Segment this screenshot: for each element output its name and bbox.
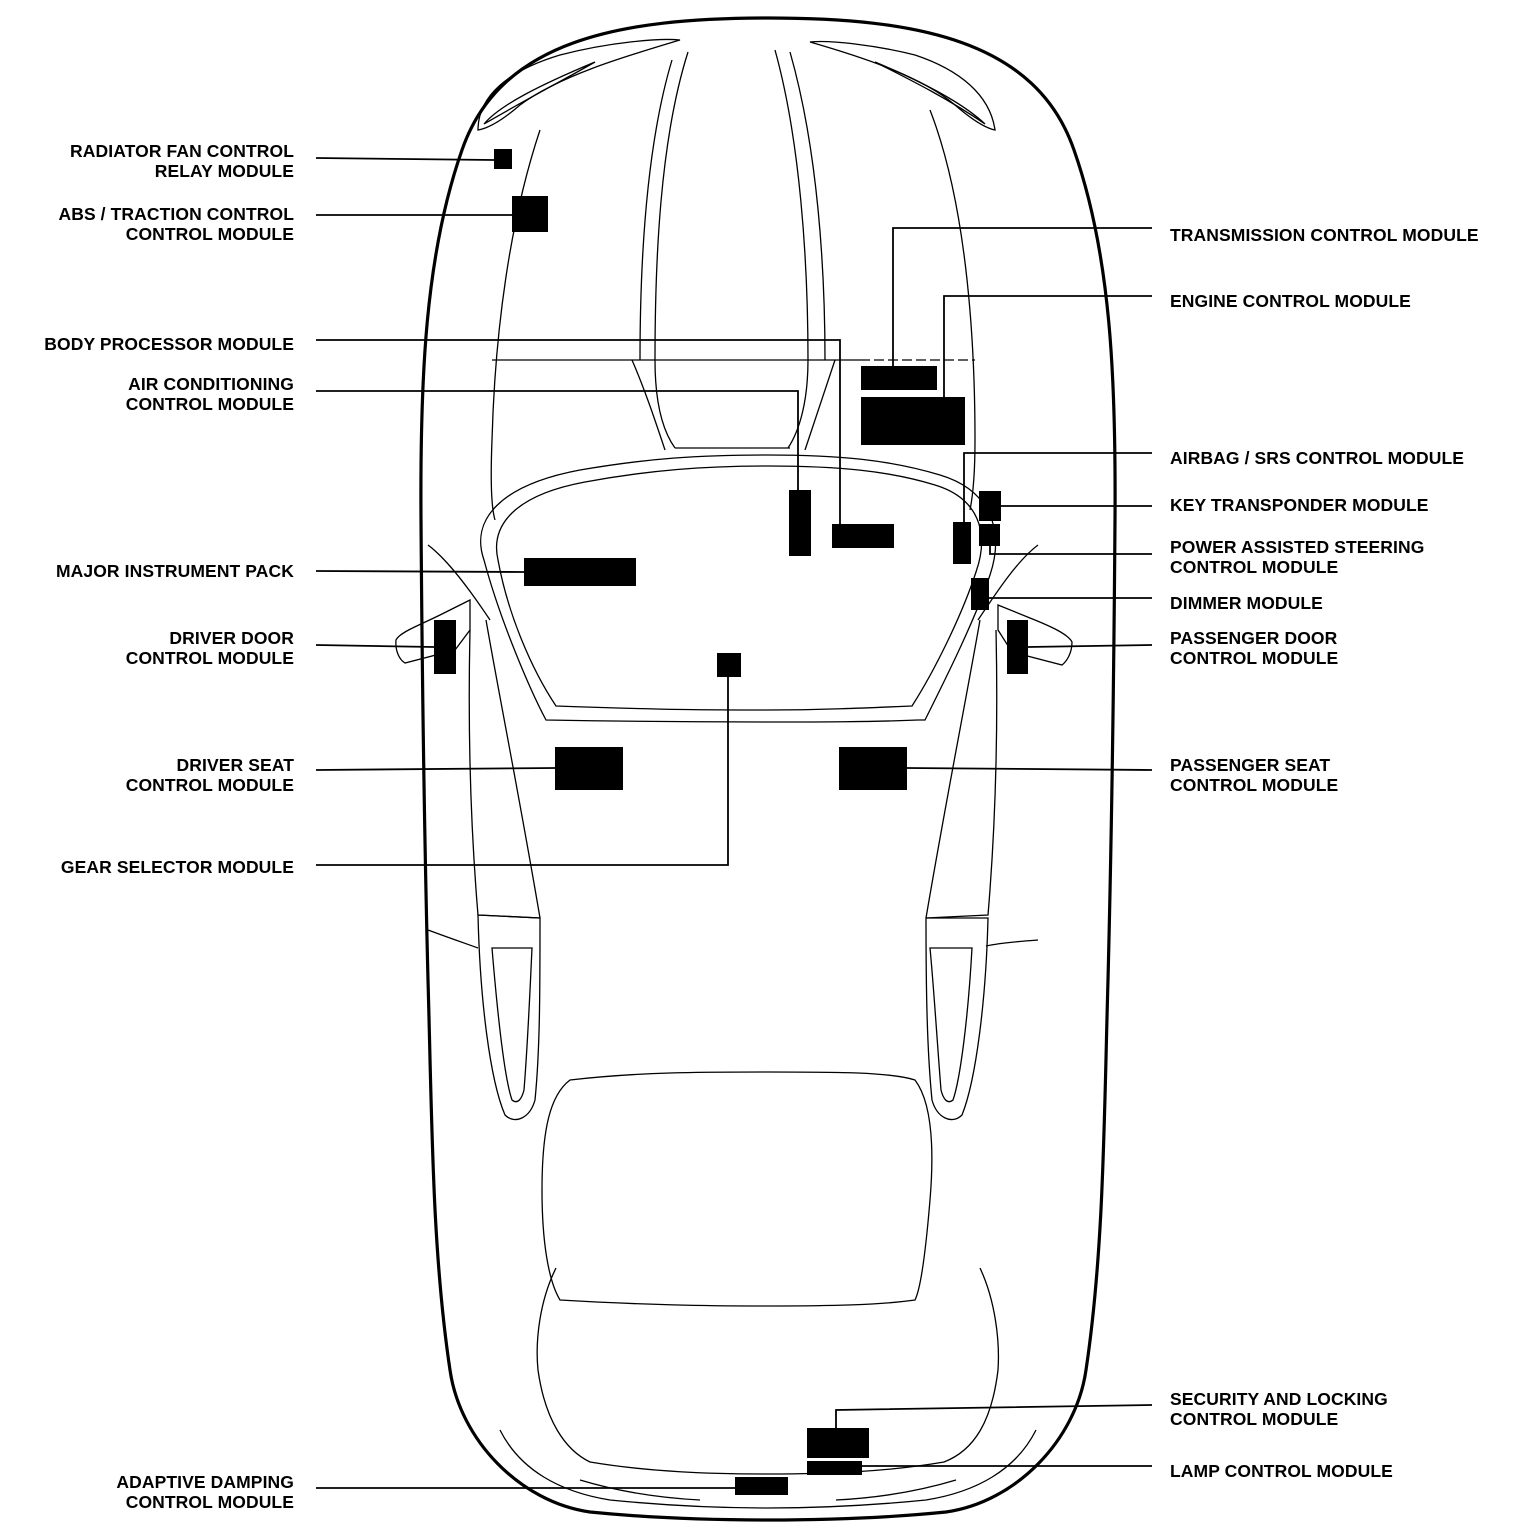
left-rear-quarter-window-outer <box>477 914 541 1121</box>
key-transponder-module-box <box>979 491 1001 521</box>
label-body-processor: BODY PROCESSOR MODULE <box>44 334 294 354</box>
right-mirror <box>997 604 1073 666</box>
leader-passenger-door <box>1027 644 1153 648</box>
label-dimmer: DIMMER MODULE <box>1170 593 1323 613</box>
power-steering-module-box <box>979 524 1000 546</box>
major-instrument-pack-box <box>524 558 636 586</box>
windscreen-outer <box>480 454 997 723</box>
right-sill-line <box>925 629 998 919</box>
lamp-module-box <box>807 1461 862 1475</box>
driver-seat-module-box <box>555 747 623 790</box>
leader-gear-selector <box>316 677 729 866</box>
leader-airbag <box>963 452 1152 522</box>
car-outline <box>419 16 1117 1522</box>
security-locking-module-box <box>807 1428 869 1458</box>
right-rear-haunch <box>985 939 1039 947</box>
leader-radiator-fan <box>315 157 495 161</box>
label-lamp: LAMP CONTROL MODULE <box>1170 1461 1393 1481</box>
leader-driver-door <box>315 644 435 648</box>
rear-lamp-right <box>835 1479 957 1501</box>
leader-power-steering <box>989 546 1152 555</box>
rear-window <box>541 1071 933 1307</box>
left-headlamp-inner <box>483 61 596 125</box>
leader-engine <box>943 295 1152 397</box>
passenger-seat-module-box <box>839 747 907 790</box>
boot-lid <box>536 1267 1000 1475</box>
left-cabin-side <box>485 619 541 919</box>
label-engine: ENGINE CONTROL MODULE <box>1170 291 1411 311</box>
label-gear-selector: GEAR SELECTOR MODULE <box>60 857 294 877</box>
air-conditioning-module-box <box>789 490 811 556</box>
leader-security-locking <box>835 1404 1153 1428</box>
rear-bumper-line <box>499 1429 1037 1509</box>
right-rear-quarter-window-inner <box>929 947 973 1103</box>
adaptive-damping-module-box <box>735 1477 788 1495</box>
right-headlamp-outline <box>809 40 996 131</box>
leader-air-conditioning <box>316 390 799 490</box>
left-headlamp-outline <box>477 38 681 131</box>
label-key-transponder: KEY TRANSPONDER MODULE <box>1170 495 1429 515</box>
bonnet-crease-right <box>774 49 809 449</box>
engine-module-box <box>861 397 965 445</box>
bonnet-slope-left <box>631 359 666 451</box>
airbag-module-box <box>953 522 971 564</box>
left-rear-haunch <box>427 929 479 949</box>
leader-body-processor <box>316 339 841 524</box>
a-pillar-left <box>427 544 491 621</box>
abs-traction-module-box <box>512 196 548 232</box>
transmission-module-box <box>861 366 937 390</box>
left-mirror <box>395 598 471 664</box>
bonnet-crease-right-inner <box>789 51 826 361</box>
bonnet-crease-left-inner <box>639 59 673 361</box>
leader-passenger-seat <box>906 767 1153 771</box>
bonnet-slope-right <box>804 359 836 451</box>
leader-driver-seat <box>315 767 556 771</box>
body-processor-module-box <box>832 524 894 548</box>
radiator-fan-relay-module-box <box>494 149 512 169</box>
dimmer-module-box <box>971 578 989 610</box>
label-airbag: AIRBAG / SRS CONTROL MODULE <box>1170 448 1465 468</box>
bonnet-crease-left <box>654 51 689 449</box>
left-rear-quarter-window-inner <box>491 947 533 1103</box>
front-wing-right <box>929 109 976 511</box>
right-rear-quarter-window-outer <box>925 917 989 1121</box>
passenger-door-module-box <box>1007 620 1028 674</box>
left-sill-line <box>468 629 541 919</box>
leader-transmission <box>892 227 1152 366</box>
windscreen-inner <box>496 465 983 711</box>
rear-lamp-left <box>579 1479 701 1501</box>
right-cabin-side <box>925 619 981 919</box>
leader-major-instrument <box>315 570 525 573</box>
front-wing-left <box>490 129 541 521</box>
label-major-instrument: MAJOR INSTRUMENT PACK <box>55 561 294 581</box>
label-transmission: TRANSMISSION CONTROL MODULE <box>1170 225 1479 245</box>
driver-door-module-box <box>434 620 456 674</box>
right-headlamp-inner <box>874 61 986 125</box>
gear-selector-module-box <box>717 653 741 677</box>
a-pillar-right <box>977 544 1039 621</box>
